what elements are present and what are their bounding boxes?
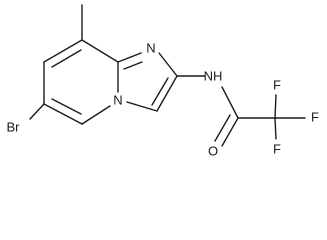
atom-labels: Br N N NH O F F F [7,40,320,158]
bond-cf3-f-top [274,94,277,119]
atom-label-ring-nitrogen-bridge: N [113,92,122,107]
bond-c7-c8-inner [51,49,82,68]
bond-c2-c3 [156,75,178,112]
bond-c8-c8a [81,39,119,63]
bond-c8a-n1 [117,52,142,63]
bond-c7-c8 [43,39,83,63]
bond-n4-c5 [81,105,111,125]
bond-c5-c6-inner [51,98,82,115]
imidazole-ring-bonds [117,52,178,112]
bond-nh-carbonyl [221,86,239,119]
atom-label-fluorine-top: F [273,77,281,92]
bond-c8a-n1-inner [123,61,143,70]
bond-cf3-f-bottom [274,117,277,140]
bond-c5-c6 [43,103,83,125]
atom-label-amide-nh: NH [204,68,223,83]
atom-label-bromine: Br [7,119,21,134]
bond-n1-c2 [158,52,178,77]
chemical-structure-diagram: Br N N NH O F F F [7,4,320,158]
bond-carbonyl-oxygen [221,117,239,147]
atom-label-fluorine-bottom: F [273,141,281,156]
bond-carbonyl-oxygen-inner [214,114,231,142]
atom-label-carbonyl-oxygen: O [208,143,218,158]
atom-label-fluorine-right: F [311,109,319,124]
bond-bromine [29,103,45,120]
pyridine-ring-bonds [43,39,119,125]
substituent-bonds [29,4,306,147]
atom-label-ring-nitrogen-top: N [146,40,155,55]
bond-c2-c3-inner [151,77,169,106]
bond-c3-n4 [126,101,158,112]
